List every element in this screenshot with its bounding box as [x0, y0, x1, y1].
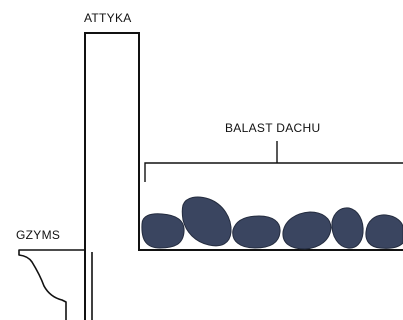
cornice-label: GZYMS [16, 228, 61, 242]
ballast-stone [181, 196, 232, 247]
ballast-stone [365, 214, 403, 249]
ballast-stone [282, 211, 332, 250]
ballast-bracket [144, 162, 403, 182]
attic-wall [84, 32, 403, 320]
ballast-stone [331, 207, 364, 249]
cornice-profile [18, 249, 85, 320]
roof-ballast-label: BALAST DACHU [225, 121, 321, 135]
ballast-stone [232, 215, 281, 249]
ballast-stones [141, 196, 403, 250]
ballast-stone [141, 213, 185, 249]
attic-label: ATTYKA [84, 11, 132, 25]
